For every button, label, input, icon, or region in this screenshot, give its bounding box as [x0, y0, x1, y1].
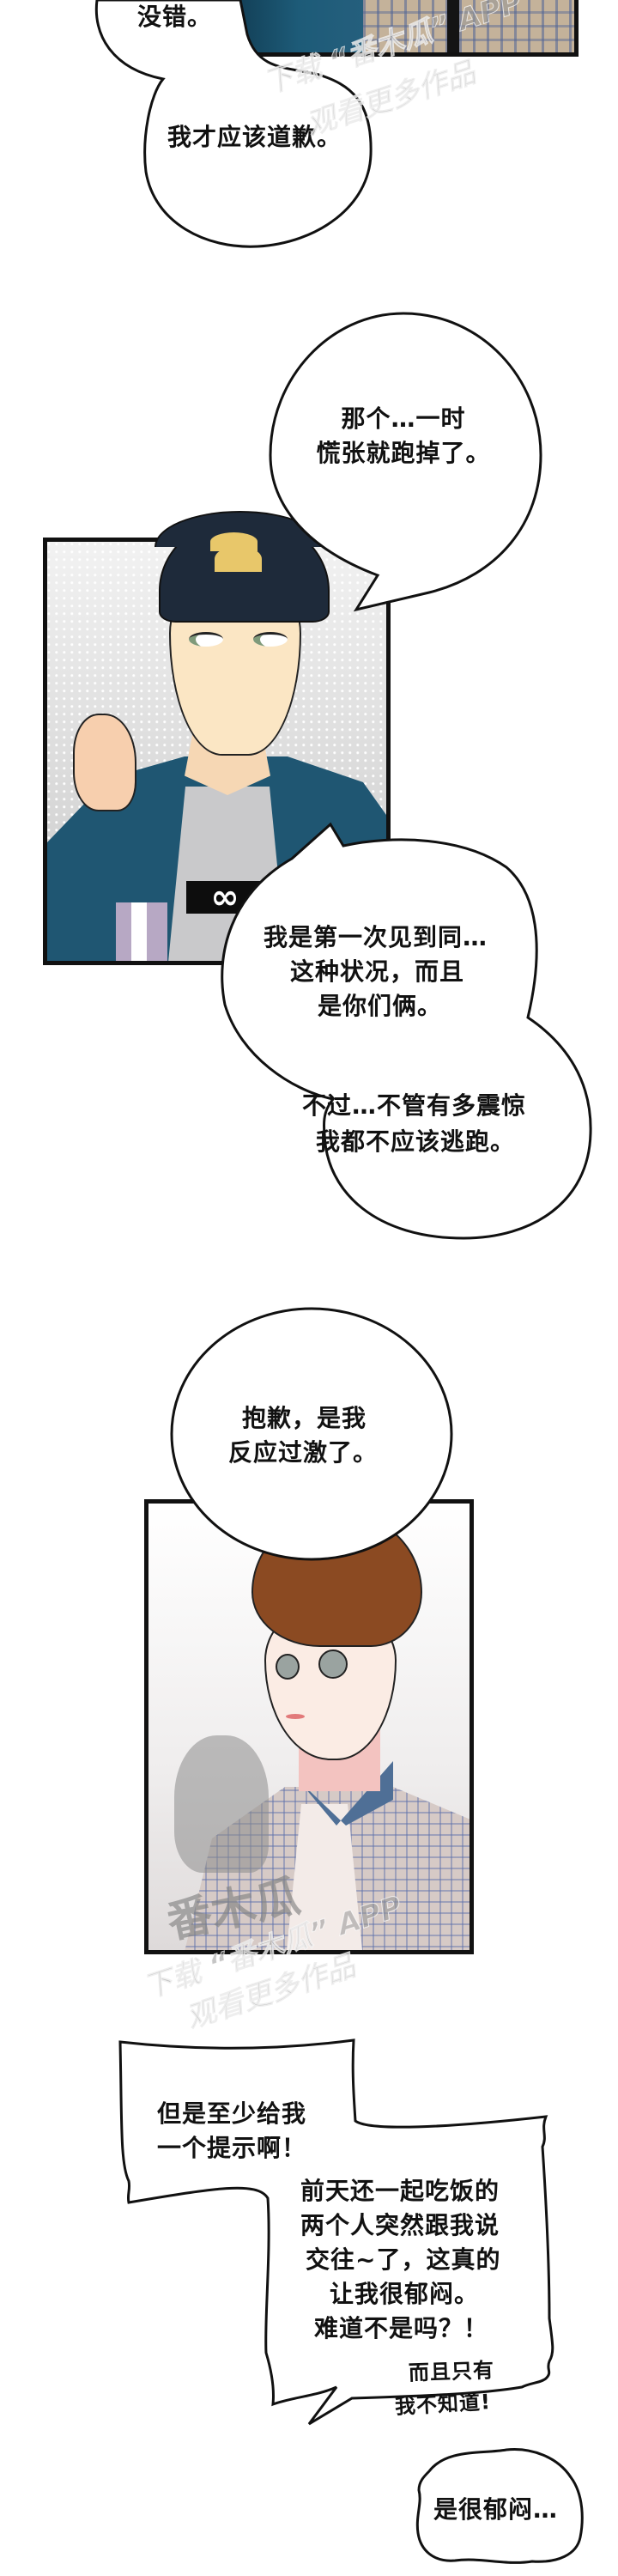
- bubble-6-outline: [170, 1307, 453, 1561]
- blue-jacket-art: [234, 0, 363, 52]
- plaid-shirt-art: [363, 0, 574, 52]
- bubble-4-line-2: 这种状况，而且: [290, 957, 465, 986]
- dark-strap-art: [447, 0, 459, 52]
- bubble-8-line-2: 两个人突然跟我说: [300, 2211, 500, 2239]
- bubble-2-text: 我才应该道歉。: [167, 123, 342, 151]
- hand-art: [73, 714, 136, 811]
- right-eye-art: [253, 632, 288, 647]
- cap-hair-overflow-art: [210, 532, 258, 551]
- infinity-icon: ∞: [210, 878, 239, 917]
- eye-art-2a: [276, 1654, 300, 1680]
- bubble-8-line-5: 难道不是吗？！: [314, 2314, 489, 2342]
- tee-logo: ∞: [186, 878, 264, 917]
- jacket-stripe-art: [116, 902, 167, 961]
- lips-art: [286, 1714, 305, 1719]
- eye-art-2b: [318, 1649, 348, 1679]
- bubble-1-text: 没错。: [137, 3, 213, 31]
- bubble-5-line-2: 我都不应该逃跑。: [316, 1127, 516, 1156]
- bubble-3-line-2: 慌张就跑掉了。: [316, 439, 491, 467]
- bubble-8-line-3: 交往~了，这真的: [306, 2245, 501, 2274]
- bubble-5-line-1: 不过…不管有多震惊: [302, 1091, 527, 1120]
- bubble-4-5-outline: [221, 822, 592, 1240]
- bubble-6-line-2: 反应过激了。: [228, 1438, 379, 1467]
- bubble-7-line-1: 但是至少给我: [157, 2099, 307, 2128]
- bubble-7-line-2: 一个提示啊！: [157, 2134, 307, 2162]
- bubble-4-line-3: 是你们俩。: [318, 992, 443, 1020]
- top-panel: [230, 0, 579, 57]
- bubble-3-outline: [269, 312, 542, 612]
- bubble-8-line-4: 让我很郁闷。: [330, 2280, 480, 2308]
- watermark-logo: [174, 1735, 269, 1873]
- bubble-4-line-1: 我是第一次见到同…: [264, 923, 488, 951]
- bubble-3-line-1: 那个…一时: [341, 404, 466, 433]
- bubble-10-text: 是很郁闷…: [433, 2495, 559, 2524]
- bubble-8-line-1: 前天还一起吃饭的: [300, 2177, 500, 2205]
- bubble-1-2-outline: [94, 0, 373, 248]
- bubble-6-line-1: 抱歉，是我: [242, 1404, 367, 1432]
- left-eye-art: [189, 632, 223, 647]
